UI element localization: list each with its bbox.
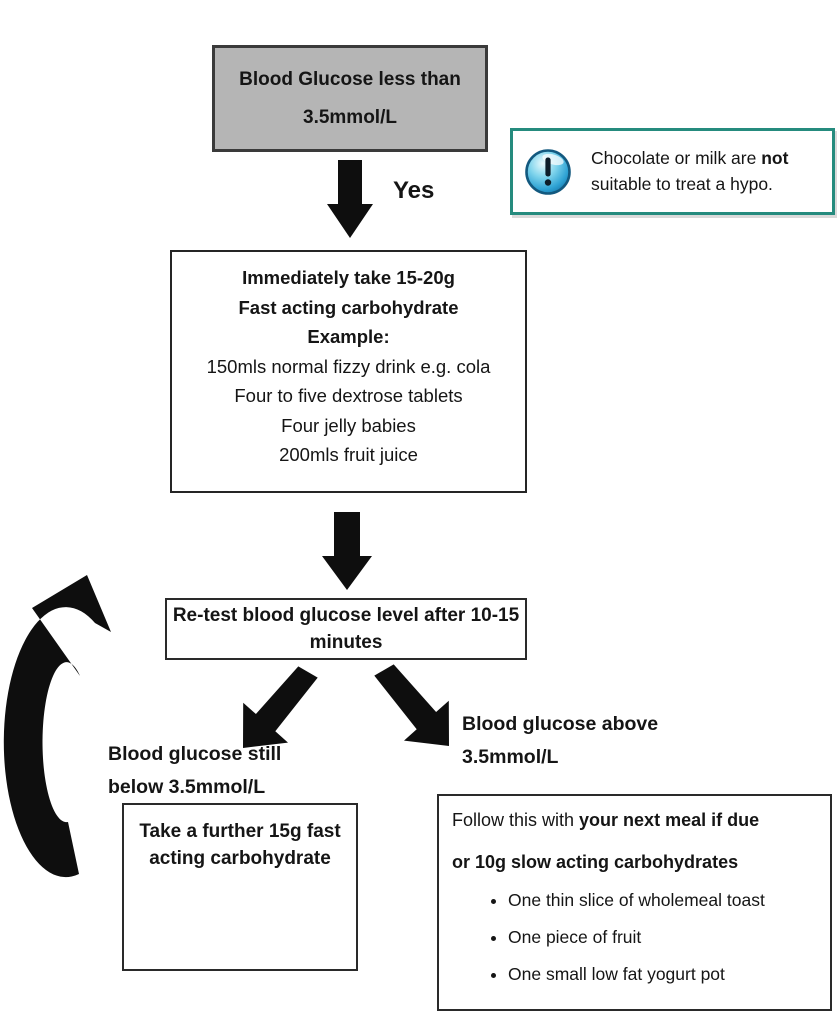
bullet-item: One thin slice of wholemeal toast [508, 888, 817, 912]
start-box-line1: Blood Glucose less than [239, 68, 461, 90]
retest-box: Re-test blood glucose level after 10-15 … [165, 598, 527, 660]
treat-example-line: Four jelly babies [281, 414, 416, 436]
retest-line2: minutes [309, 632, 383, 653]
follow-up-line1: Follow this with your next meal if due [452, 810, 760, 830]
treat-box-fast-acting-carbohydrate: Immediately take 15-20g Fast acting carb… [170, 250, 527, 493]
left-branch-label-line2: below 3.5mmol/L [108, 776, 266, 798]
down-left-arrow-icon [243, 666, 318, 748]
start-box-line2: 3.5mmol/L [303, 106, 397, 128]
treat-example-line: 150mls normal fizzy drink e.g. cola [206, 355, 491, 377]
treat-example-line: 200mls fruit juice [279, 444, 418, 465]
yes-label: Yes [393, 177, 435, 204]
treat-line: Fast acting carbohydrate [238, 296, 459, 318]
follow-up-line2: or 10g slow acting carbohydrates [452, 852, 739, 872]
bullet-item: One piece of fruit [508, 925, 817, 949]
info-note-box: Chocolate or milk are not suitable to tr… [510, 128, 835, 215]
info-note-line2: suitable to treat a hypo. [591, 173, 773, 194]
info-note-line1: Chocolate or milk are not [591, 148, 789, 168]
left-branch-label: Blood glucose still below 3.5mmol/L [108, 743, 281, 799]
further-box-line2: acting carbohydrate [149, 848, 331, 869]
right-branch-label: Blood glucose above 3.5mmol/L [462, 713, 658, 769]
treat-example-line: Four to five dextrose tablets [234, 385, 463, 406]
treat-line: Immediately take 15-20g [242, 267, 455, 288]
bullet-item: One small low fat yogurt pot [508, 962, 817, 986]
info-note-text: Chocolate or milk are not suitable to tr… [591, 146, 788, 197]
down-arrow-icon [327, 160, 373, 238]
down-right-arrow-icon [374, 664, 449, 746]
info-exclamation-icon [525, 148, 571, 195]
down-arrow-icon [322, 512, 372, 590]
start-box-blood-glucose-low: Blood Glucose less than 3.5mmol/L [212, 45, 488, 152]
right-branch-label-line2: 3.5mmol/L [462, 746, 559, 768]
loop-back-arrow-icon [3, 575, 111, 878]
further-box-line1: Take a further 15g fast [139, 821, 341, 842]
retest-line1: Re-test blood glucose level after 10-15 [172, 605, 520, 626]
further-carbohydrate-box: Take a further 15g fast acting carbohydr… [122, 803, 358, 971]
right-branch-label-line1: Blood glucose above [462, 713, 659, 735]
left-branch-label-line1: Blood glucose still [108, 743, 282, 765]
follow-up-bullet-list: One thin slice of wholemeal toast One pi… [452, 888, 817, 986]
follow-up-box: Follow this with your next meal if due o… [437, 794, 832, 1011]
treat-line: Example: [307, 326, 390, 347]
